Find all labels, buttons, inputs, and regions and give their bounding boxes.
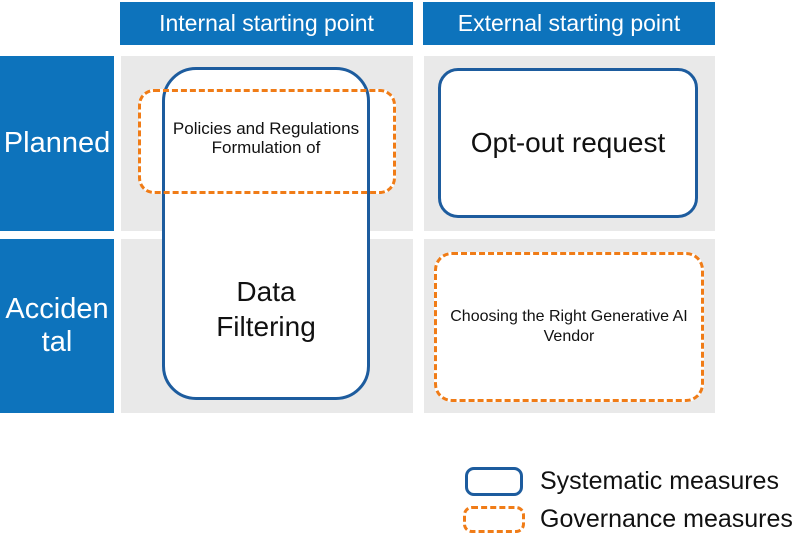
data-filtering-line2: Filtering	[216, 311, 316, 342]
policies-box-label: Policies and Regulations Formulation of	[150, 119, 382, 157]
column-header-internal-starting-point: Internal starting point	[120, 2, 413, 45]
row-header-planned-label: Planned	[3, 127, 111, 159]
box-policies-and-regulations	[138, 89, 396, 194]
legend-systematic-swatch	[465, 467, 523, 496]
column-header-external-label: External starting point	[457, 10, 681, 36]
vendor-label-line1: Choosing the Right Generative AI	[450, 308, 688, 325]
opt-out-request-label: Opt-out request	[470, 127, 666, 158]
column-header-internal-label: Internal starting point	[159, 10, 374, 36]
row-header-accidental-line1: Acciden	[5, 293, 109, 325]
legend-governance-swatch	[463, 505, 525, 533]
row-header-planned: Planned	[0, 56, 114, 231]
legend-governance-measures: Governance measures	[463, 503, 793, 535]
legend-systematic-measures: Systematic measures	[465, 465, 779, 498]
box-opt-out-request: Opt-out request	[438, 68, 698, 218]
policies-box-fill-right	[369, 89, 396, 194]
vendor-label-line2: Vendor	[543, 328, 595, 345]
data-filtering-line1: Data	[236, 276, 296, 307]
legend-governance-label: Governance measures	[540, 504, 793, 533]
policies-label-line1: Policies and Regulations	[172, 119, 360, 138]
row-header-accidental: Acciden tal	[0, 239, 114, 413]
column-header-external-starting-point: External starting point	[423, 2, 715, 45]
legend-systematic-label: Systematic measures	[540, 467, 779, 495]
row-header-accidental-line2: tal	[41, 326, 73, 358]
box-choosing-generative-ai-vendor: Choosing the Right Generative AI Vendor	[434, 252, 704, 402]
policies-label-line2: Formulation of	[211, 138, 321, 157]
data-filtering-label: Data Filtering	[162, 274, 370, 344]
policies-box-fill-left	[139, 89, 165, 194]
box-data-filtering	[162, 67, 370, 400]
